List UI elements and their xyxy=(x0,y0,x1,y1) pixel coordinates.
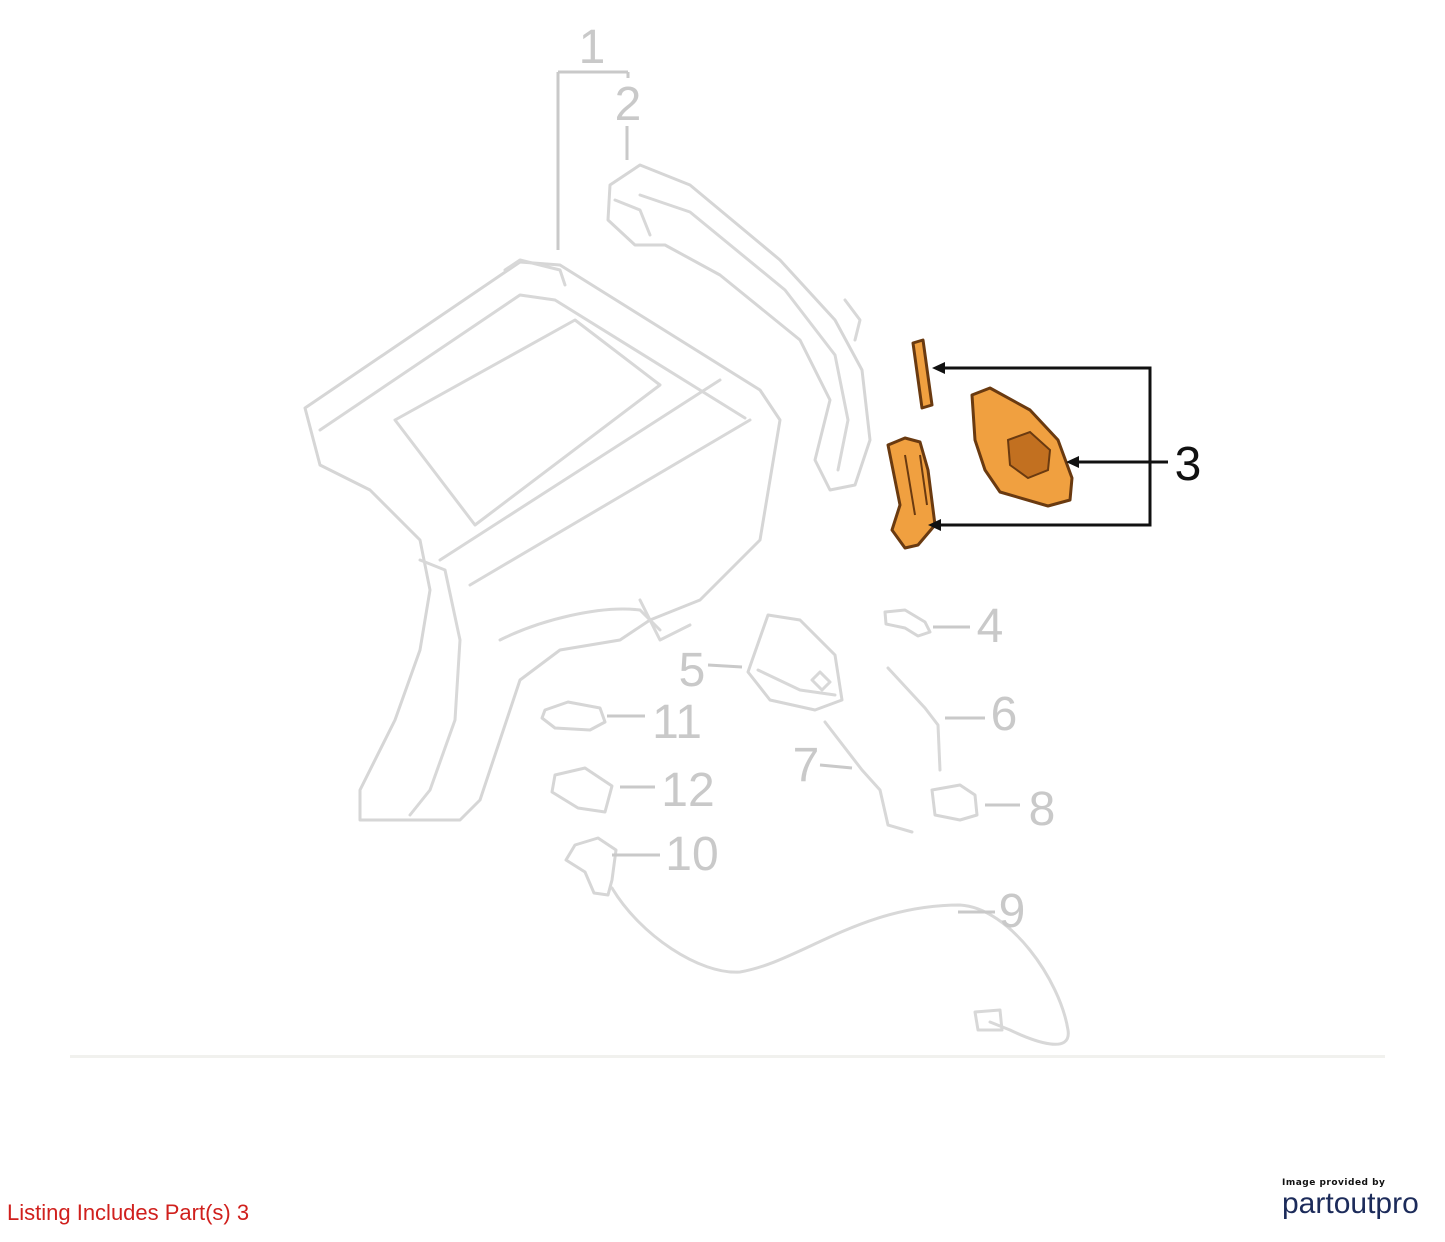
callout-9: 9 xyxy=(999,885,1026,938)
callout-1: 1 xyxy=(579,21,606,74)
callout-4: 4 xyxy=(977,600,1004,653)
credit-caption: Image provided by xyxy=(1282,1178,1386,1188)
callout-5: 5 xyxy=(679,644,706,697)
footer-divider xyxy=(70,1055,1385,1058)
callout-3: 3 xyxy=(1175,438,1202,491)
hose-part xyxy=(823,720,914,834)
partoutpro-logo: partoutpro xyxy=(1282,1187,1419,1220)
callout-11: 11 xyxy=(652,696,702,749)
fuel-door-part xyxy=(746,613,844,712)
callout-7: 7 xyxy=(793,739,820,792)
callout-10: 10 xyxy=(665,828,718,881)
clip-part-11 xyxy=(540,700,607,732)
rod-part xyxy=(886,666,942,772)
latch-part xyxy=(564,836,618,897)
callout-6: 6 xyxy=(991,688,1018,741)
image-credit: Image provided by partoutpro xyxy=(1282,1178,1432,1221)
highlighted-part-3 xyxy=(886,338,1074,550)
bracket-part xyxy=(930,783,979,822)
wheelhouse-arch-part xyxy=(606,163,872,492)
listing-includes-note: Listing Includes Part(s) 3 xyxy=(7,1200,250,1225)
callout-2: 2 xyxy=(615,78,642,131)
clip-part-12 xyxy=(550,766,614,814)
seal-strip-piece xyxy=(911,338,934,410)
quarter-panel-part xyxy=(303,258,782,822)
release-cable-part xyxy=(610,886,1070,1046)
callout-8: 8 xyxy=(1029,783,1056,836)
active-leaders xyxy=(928,362,1168,531)
hinge-part xyxy=(883,608,932,638)
callout-12: 12 xyxy=(661,764,714,817)
faded-leaders xyxy=(556,70,1020,914)
